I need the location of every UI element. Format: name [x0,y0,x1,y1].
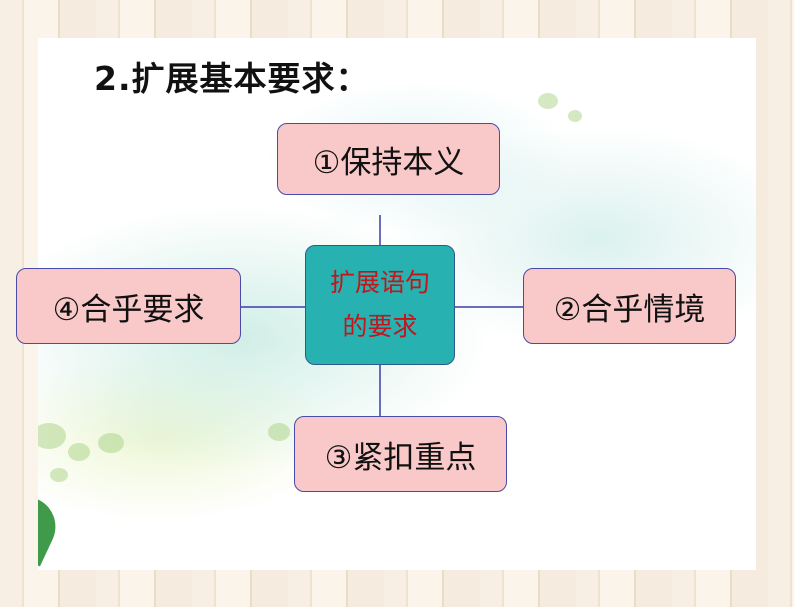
requirement-box-top: ①保持本义 [277,123,500,195]
decorative-dot [538,93,558,109]
requirement-label: ③紧扣重点 [324,439,477,476]
decorative-dot [568,110,582,122]
decorative-dot [98,433,124,453]
page-title: 2.扩展基本要求： [94,59,370,98]
decorative-dot [68,443,90,461]
decorative-dot [50,468,68,482]
center-label-line2: 的要求 [342,312,418,341]
requirement-box-right: ②合乎情境 [523,268,736,344]
center-node: 扩展语句 的要求 [305,245,455,365]
requirement-box-left: ④合乎要求 [16,268,241,344]
decorative-dot [38,423,66,449]
requirement-label: ④合乎要求 [52,291,205,328]
requirement-box-bottom: ③紧扣重点 [294,416,507,492]
center-label-line1: 扩展语句 [329,268,430,297]
decorative-dot [268,423,290,441]
requirement-label: ①保持本义 [312,144,465,181]
requirement-label: ②合乎情境 [553,291,706,328]
